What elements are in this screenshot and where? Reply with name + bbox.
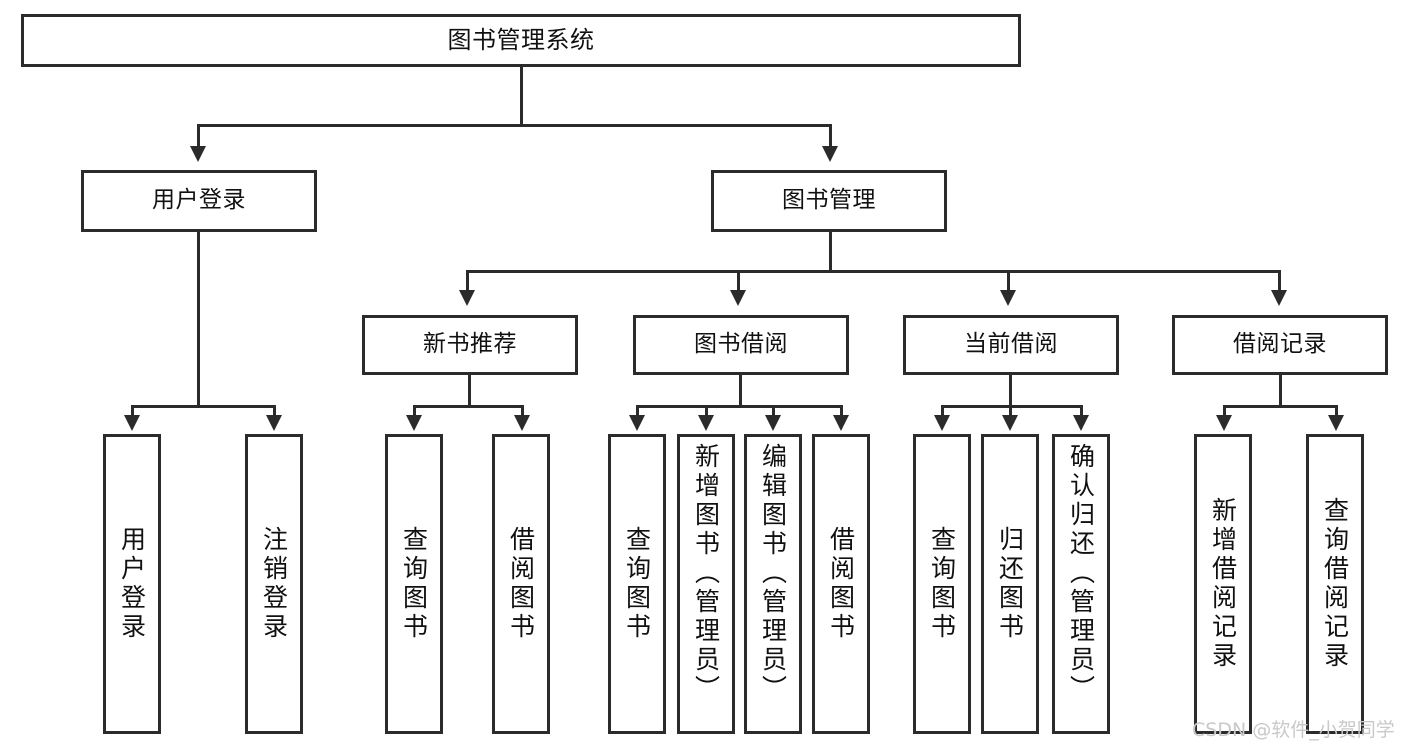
leaf-label: 查询图书 [927,526,957,642]
arrowhead-root-to-book-management [822,146,838,162]
arrowhead-bm-to-current-borrow [1000,290,1016,306]
leaf-logout-login[interactable]: 注销登录 [245,434,303,734]
leaf-label: 用户登录 [117,526,147,642]
connector-borrow-record-bus [1223,405,1338,408]
connector-new-book-to-leaf-2 [521,405,524,417]
arrowhead-bb-to-leaf-3 [765,415,781,431]
arrowhead-bm-to-new-book [459,290,475,306]
arrowhead-user-login-to-leaf-2 [266,415,282,431]
leaf-query-borrow-record[interactable]: 查询借阅记录 [1306,434,1364,734]
connector-book-borrow-stem [739,375,742,405]
connector-book-borrow-bus [636,405,843,408]
node-book-management[interactable]: 图书管理 [711,170,947,232]
connector-bb-to-leaf-3 [772,405,775,417]
arrowhead-cb-to-leaf-2 [1002,415,1018,431]
leaf-label: 借阅图书 [506,526,536,642]
arrowhead-bb-to-leaf-1 [629,415,645,431]
connector-current-borrow-stem [1009,375,1012,405]
leaf-label: 新增图书（管理员） [691,443,721,704]
leaf-label: 归还图书 [995,526,1025,642]
connector-root-to-book-management [829,124,832,149]
arrowhead-br-to-leaf-2 [1328,415,1344,431]
arrowhead-new-book-to-leaf-2 [514,415,530,431]
connector-user-login-bus [131,405,276,408]
node-label: 图书管理系统 [447,26,595,55]
connector-new-book-to-leaf-1 [413,405,416,417]
leaf-label: 借阅图书 [826,526,856,642]
connector-cb-to-leaf-3 [1080,405,1083,417]
connector-cb-to-leaf-1 [941,405,944,417]
arrowhead-cb-to-leaf-1 [934,415,950,431]
leaf-label: 查询图书 [622,526,652,642]
node-current-borrow[interactable]: 当前借阅 [903,315,1119,375]
connector-bm-to-book-borrow [737,270,740,292]
node-label: 用户登录 [152,187,246,214]
leaf-label: 确认归还（管理员） [1066,443,1096,704]
connector-new-book-stem [468,375,471,405]
leaf-user-login[interactable]: 用户登录 [103,434,161,734]
node-new-book-recommend[interactable]: 新书推荐 [362,315,578,375]
node-label: 当前借阅 [964,331,1058,358]
leaf-label: 查询借阅记录 [1320,497,1350,671]
leaf-label: 编辑图书（管理员） [758,443,788,704]
connector-root-stem [520,67,523,124]
node-book-borrow[interactable]: 图书借阅 [633,315,849,375]
leaf-edit-book-admin[interactable]: 编辑图书（管理员） [744,434,802,734]
node-label: 新书推荐 [423,331,517,358]
connector-user-login-stem [197,232,200,405]
node-user-login[interactable]: 用户登录 [81,170,317,232]
node-label: 借阅记录 [1233,331,1327,358]
watermark-csdn: CSDN @软件_小贺同学 [1192,719,1395,741]
connector-user-login-to-leaf-1 [131,405,134,417]
connector-book-management-stem [829,232,832,270]
connector-cb-to-leaf-2 [1009,405,1012,417]
arrowhead-user-login-to-leaf-1 [124,415,140,431]
connector-borrow-record-stem [1279,375,1282,405]
arrowhead-root-to-user-login [190,146,206,162]
connector-bm-to-new-book [466,270,469,292]
connector-current-borrow-bus [941,405,1083,408]
connector-br-to-leaf-2 [1335,405,1338,417]
connector-bb-to-leaf-4 [840,405,843,417]
leaf-add-borrow-record[interactable]: 新增借阅记录 [1194,434,1252,734]
arrowhead-new-book-to-leaf-1 [406,415,422,431]
leaf-label: 新增借阅记录 [1208,497,1238,671]
connector-user-login-to-leaf-2 [273,405,276,417]
connector-br-to-leaf-1 [1223,405,1226,417]
connector-new-book-bus [413,405,524,408]
connector-bb-to-leaf-1 [636,405,639,417]
leaf-label: 查询图书 [399,526,429,642]
node-borrow-record[interactable]: 借阅记录 [1172,315,1388,375]
arrowhead-cb-to-leaf-3 [1073,415,1089,431]
leaf-borrow-book-borrow[interactable]: 借阅图书 [812,434,870,734]
leaf-add-book-admin[interactable]: 新增图书（管理员） [677,434,735,734]
node-label: 图书借阅 [694,331,788,358]
leaf-query-book-current[interactable]: 查询图书 [913,434,971,734]
connector-bm-to-current-borrow [1007,270,1010,292]
leaf-label: 注销登录 [259,526,289,642]
connector-book-management-bus [466,270,1281,273]
node-root-book-management-system[interactable]: 图书管理系统 [21,14,1021,67]
leaf-query-book-recommend[interactable]: 查询图书 [385,434,443,734]
arrowhead-bm-to-borrow-record [1271,290,1287,306]
leaf-borrow-book-recommend[interactable]: 借阅图书 [492,434,550,734]
connector-bb-to-leaf-2 [705,405,708,417]
arrowhead-bb-to-leaf-4 [833,415,849,431]
connector-root-to-user-login [197,124,200,149]
arrowhead-br-to-leaf-1 [1216,415,1232,431]
leaf-confirm-return-admin[interactable]: 确认归还（管理员） [1052,434,1110,734]
arrowhead-bm-to-book-borrow [730,290,746,306]
leaf-return-book[interactable]: 归还图书 [981,434,1039,734]
leaf-query-book-borrow[interactable]: 查询图书 [608,434,666,734]
connector-bm-to-borrow-record [1278,270,1281,292]
connector-root-bus [197,124,832,127]
node-label: 图书管理 [782,187,876,214]
arrowhead-bb-to-leaf-2 [698,415,714,431]
